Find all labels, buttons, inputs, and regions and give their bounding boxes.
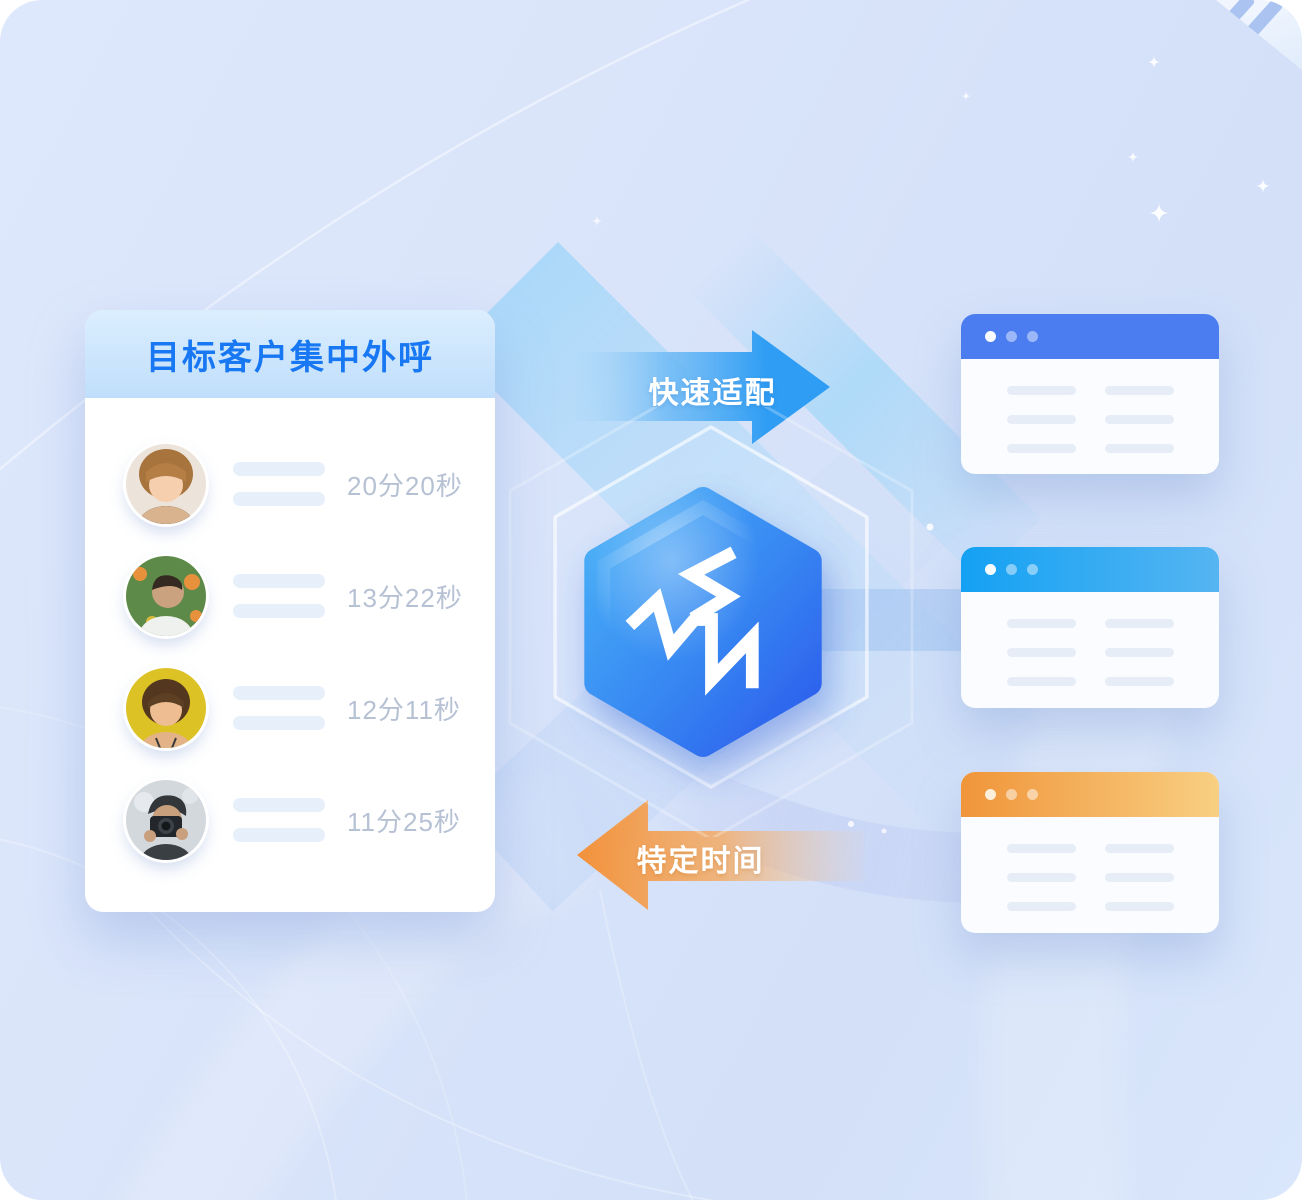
window-header <box>961 547 1219 592</box>
window-dot-icon <box>1006 789 1017 800</box>
content-placeholder-bar <box>1007 873 1076 882</box>
window-header <box>961 772 1219 817</box>
sparkle-stars <box>591 55 1271 834</box>
window-dot-icon <box>985 564 996 575</box>
placeholder-bar <box>233 462 325 476</box>
avatar-smiling-woman <box>126 444 206 524</box>
content-placeholder-bar <box>1105 677 1174 686</box>
window-content <box>961 817 1219 911</box>
window-dot-icon <box>1006 564 1017 575</box>
placeholder-bar <box>233 798 325 812</box>
content-placeholder-bar <box>1007 677 1076 686</box>
window-dot-icon <box>1027 789 1038 800</box>
placeholder-bar <box>233 604 325 618</box>
content-placeholder-bar <box>1007 444 1076 453</box>
avatar-woman-yellow-backdrop <box>126 668 206 748</box>
call-duration: 11分25秒 <box>347 806 461 837</box>
card-header: 目标客户集中外呼 <box>85 310 495 398</box>
customer-row: 11分25秒 <box>85 764 495 876</box>
window-content <box>961 592 1219 686</box>
specific-time-arrow-label: 特定时间 <box>636 845 765 878</box>
placeholder-bar <box>233 492 325 506</box>
browser-window-blue <box>961 314 1219 474</box>
browser-window-lightblue <box>961 547 1219 708</box>
content-placeholder-bar <box>1105 415 1174 424</box>
text-placeholder-bars <box>233 574 325 618</box>
content-placeholder-bar <box>1007 902 1076 911</box>
customer-row: 12分11秒 <box>85 652 495 764</box>
customer-row: 20分20秒 <box>85 428 495 540</box>
fast-adapt-arrow-label: 快速适配 <box>648 377 777 410</box>
avatar-photographer <box>126 780 206 860</box>
browser-window-orange <box>961 772 1219 933</box>
window-dot-icon <box>985 331 996 342</box>
call-duration: 13分22秒 <box>347 582 463 613</box>
content-placeholder-bar <box>1105 844 1174 853</box>
content-placeholder-bar <box>1105 386 1174 395</box>
specific-time-arrow <box>577 800 865 910</box>
content-placeholder-bar <box>1007 415 1076 424</box>
customer-list: 20分20秒 13分22秒 <box>85 398 495 876</box>
text-placeholder-bars <box>233 462 325 506</box>
window-dot-icon <box>985 789 996 800</box>
content-placeholder-bar <box>1007 619 1076 628</box>
content-placeholder-bar <box>1105 648 1174 657</box>
card-title: 目标客户集中外呼 <box>146 338 434 377</box>
fast-adapt-arrow <box>575 330 830 444</box>
window-dot-icon <box>1027 564 1038 575</box>
window-content <box>961 359 1219 453</box>
zigzag-cube-icon <box>625 546 759 696</box>
content-placeholder-bar <box>1105 873 1174 882</box>
call-duration: 20分20秒 <box>347 470 463 501</box>
placeholder-bar <box>233 716 325 730</box>
ribbon-arrowhead-cyan <box>688 228 1042 582</box>
text-placeholder-bars <box>233 798 325 842</box>
content-placeholder-bar <box>1007 386 1076 395</box>
window-dot-icon <box>1027 331 1038 342</box>
avatar-man-in-garden <box>126 556 206 636</box>
call-duration: 12分11秒 <box>347 694 461 725</box>
placeholder-bar <box>233 686 325 700</box>
customer-card: 目标客户集中外呼 20分20秒 <box>85 310 495 912</box>
content-placeholder-bar <box>1105 902 1174 911</box>
content-placeholder-bar <box>1105 619 1174 628</box>
placeholder-bar <box>233 574 325 588</box>
placeholder-bar <box>233 828 325 842</box>
hexagon-logo <box>508 407 914 837</box>
text-placeholder-bars <box>233 686 325 730</box>
window-header <box>961 314 1219 359</box>
content-placeholder-bar <box>1007 648 1076 657</box>
window-dot-icon <box>1006 331 1017 342</box>
content-placeholder-bar <box>1105 444 1174 453</box>
content-placeholder-bar <box>1007 844 1076 853</box>
customer-row: 13分22秒 <box>85 540 495 652</box>
